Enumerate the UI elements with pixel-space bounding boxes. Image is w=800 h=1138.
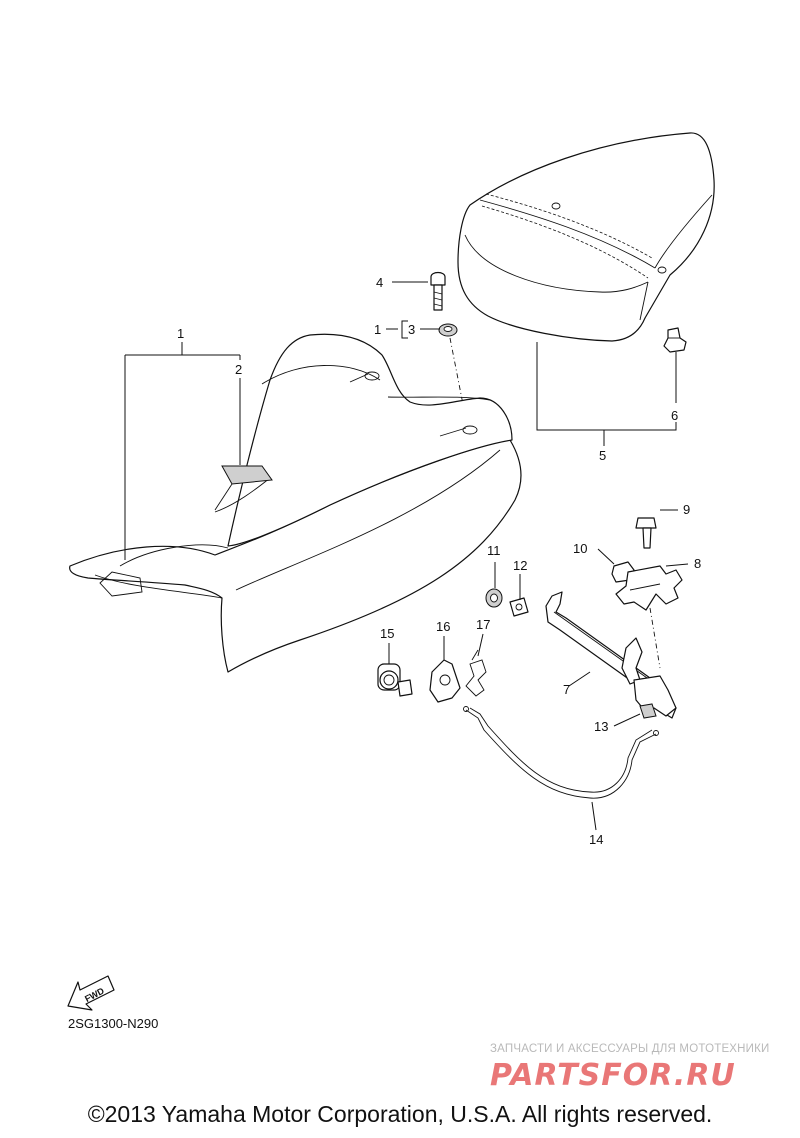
bolt-center-line <box>449 337 469 431</box>
rear-seat-drawing <box>457 132 715 342</box>
label-part-16: 16 <box>436 619 450 634</box>
collar-part-3 <box>438 323 458 337</box>
label-part-14: 14 <box>589 832 603 847</box>
label-part-15: 15 <box>380 626 394 641</box>
bracket-part-8 <box>615 565 683 611</box>
lock-plate-part-16 <box>429 659 461 703</box>
bracket-center-line <box>649 607 661 669</box>
watermark-logo: PARTSFOR.RU <box>490 1058 736 1093</box>
leader-lines <box>124 281 689 831</box>
label-part-2: 2 <box>235 362 242 377</box>
label-part-1-kit: 1 <box>374 322 381 337</box>
copyright-notice: ©2013 Yamaha Motor Corporation, U.S.A. A… <box>87 1101 713 1127</box>
label-part-7: 7 <box>563 682 570 697</box>
clip-part-17 <box>465 649 487 697</box>
watermark-logo-text: PARTSFOR.RU <box>490 1058 736 1093</box>
label-part-8: 8 <box>694 556 701 571</box>
label-part-17: 17 <box>476 617 490 632</box>
shaft-part-7 <box>545 591 677 719</box>
front-seat-drawing <box>69 333 522 673</box>
bushing-part-13 <box>639 703 657 719</box>
label-part-9: 9 <box>683 502 690 517</box>
label-part-1: 1 <box>177 326 184 341</box>
seat-lock-part-15 <box>377 663 413 697</box>
label-part-6: 6 <box>671 408 678 423</box>
label-part-4: 4 <box>376 275 383 290</box>
collar-part-12 <box>509 597 529 617</box>
bolt-part-9 <box>635 517 657 549</box>
label-part-5: 5 <box>599 448 606 463</box>
part-number-labels: 1 2 4 1 3 6 5 9 10 11 8 12 15 16 17 7 13… <box>177 275 701 847</box>
label-part-12: 12 <box>513 558 527 573</box>
forward-direction-arrow-icon: FWD <box>67 975 115 1011</box>
bolt-part-4 <box>430 271 446 311</box>
bushing-part-11 <box>485 588 503 608</box>
label-part-11: 11 <box>487 543 501 558</box>
seat-lock-cable-part-14 <box>463 706 659 799</box>
label-part-10: 10 <box>573 541 587 556</box>
watermark-tagline: ЗАПЧАСТИ И АКСЕССУАРЫ ДЛЯ МОТОТЕХНИКИ <box>490 1043 770 1055</box>
label-part-13: 13 <box>594 719 608 734</box>
label-part-3: 3 <box>408 322 415 337</box>
diagram-code: 2SG1300-N290 <box>68 1016 159 1031</box>
damper-part-6 <box>663 327 687 353</box>
